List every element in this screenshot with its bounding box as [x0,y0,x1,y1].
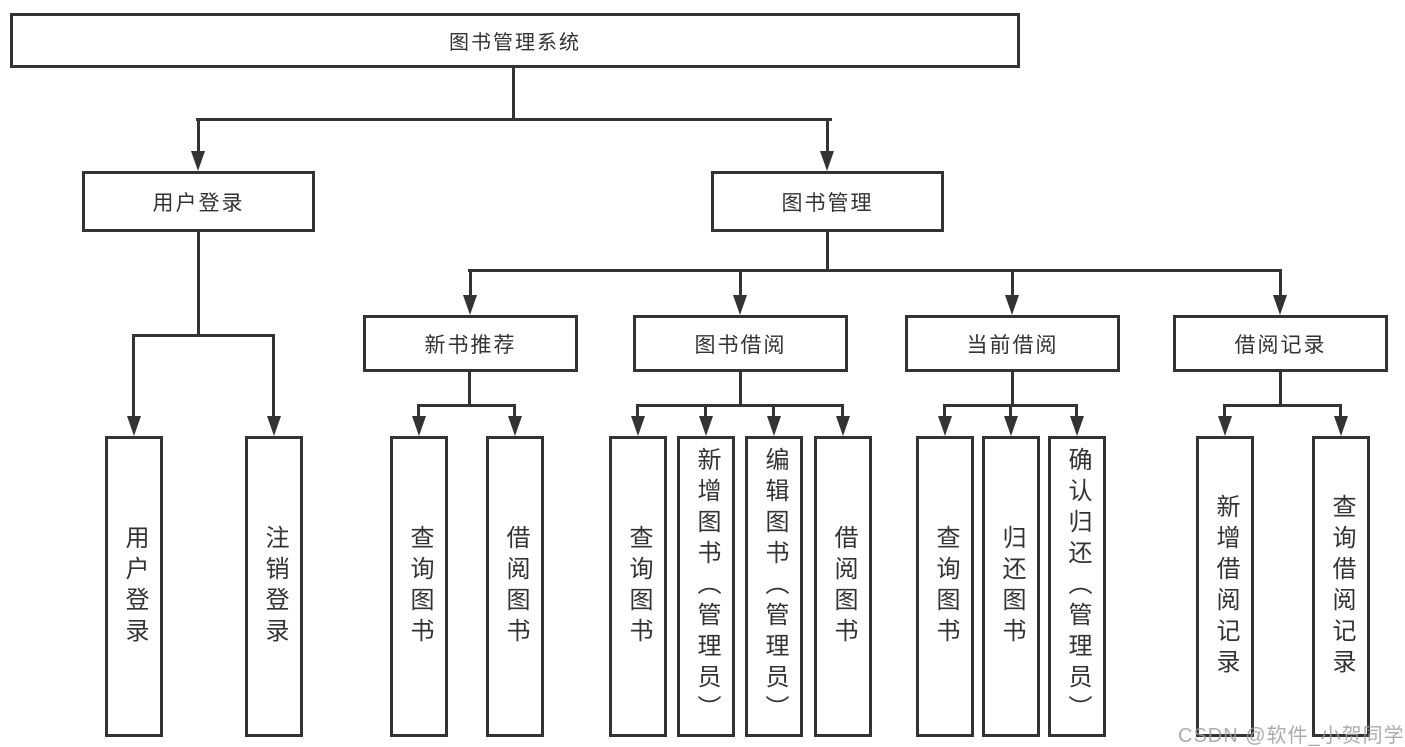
connector-stem [739,372,742,406]
leaf-query-books: 查询图书 [390,436,448,737]
connector-drop [1223,404,1226,418]
node-borrowing-records: 借阅记录 [1173,315,1388,372]
leaf-label: 查询图书 [932,524,959,649]
connector-drop [1075,404,1078,418]
arrow-down-icon [631,416,645,436]
connector-drop [1009,404,1012,418]
arrow-down-icon [463,295,477,315]
arrow-down-icon [836,416,850,436]
connector-drop [772,404,775,418]
leaf-add-borrow-record: 新增借阅记录 [1196,436,1254,737]
connector-root-stem [512,68,515,121]
arrow-down-icon [699,416,713,436]
leaf-label: 注销登录 [261,524,288,649]
arrow-down-icon [127,416,141,436]
node-label: 借阅记录 [1234,333,1327,357]
connector-drop [132,334,135,418]
leaf-add-book-admin: 新增图书（管理员） [677,436,735,737]
connector-drop [636,404,639,418]
arrow-down-icon [267,416,281,436]
leaf-label: 查询图书 [625,524,652,649]
connector-drop [826,118,829,154]
node-label: 当前借阅 [966,333,1059,357]
node-user-login: 用户登录 [82,171,315,232]
leaf-query-books-3: 查询图书 [916,436,974,737]
leaf-label: 借阅图书 [502,524,529,649]
leaf-label: 确认归还（管理员） [1064,447,1091,726]
leaf-label: 归还图书 [998,524,1025,649]
leaf-label: 查询图书 [406,524,433,649]
watermark-text: CSDN @软件_小贺同学 [1178,725,1405,747]
leaf-borrow-books: 借阅图书 [486,436,544,737]
leaf-logout: 注销登录 [245,436,303,737]
leaf-borrow-books-2: 借阅图书 [814,436,872,737]
node-label: 新书推荐 [424,333,517,357]
arrow-down-icon [1218,416,1232,436]
node-label: 图书借阅 [694,333,787,357]
connector-drop [417,404,420,418]
connector-stem [826,232,829,272]
connector-rail [636,404,844,407]
node-new-book-recommend: 新书推荐 [363,315,578,372]
arrow-down-icon [1273,295,1287,315]
arrow-down-icon [767,416,781,436]
connector-stem [1011,372,1014,406]
node-book-borrowing: 图书借阅 [633,315,848,372]
connector-drop [469,269,472,297]
connector-drop [739,269,742,297]
node-label: 用户登录 [152,191,245,215]
leaf-label: 编辑图书（管理员） [761,447,788,726]
arrow-down-icon [820,151,834,171]
leaf-edit-book-admin: 编辑图书（管理员） [745,436,803,737]
connector-rail [132,334,275,337]
leaf-confirm-return-admin: 确认归还（管理员） [1048,436,1106,737]
arrow-down-icon [412,416,426,436]
arrow-down-icon [1070,416,1084,436]
leaf-label: 借阅图书 [830,524,857,649]
leaf-user-login: 用户登录 [105,436,163,737]
connector-drop [1011,269,1014,297]
leaf-label: 新增借阅记录 [1212,493,1239,680]
node-book-management: 图书管理 [711,171,944,232]
arrow-down-icon [1004,416,1018,436]
node-label: 图书管理 [781,191,874,215]
leaf-return-book: 归还图书 [982,436,1040,737]
arrow-down-icon [191,151,205,171]
connector-drop [1339,404,1342,418]
connector-stem [1279,372,1282,406]
arrow-down-icon [1005,295,1019,315]
connector-rail [417,404,516,407]
connector-rail [468,269,1282,272]
connector-drop [272,334,275,418]
leaf-label: 新增图书（管理员） [693,447,720,726]
arrow-down-icon [733,295,747,315]
node-current-borrowing: 当前借阅 [905,315,1120,372]
leaf-label: 用户登录 [121,524,148,649]
leaf-label: 查询借阅记录 [1328,493,1355,680]
connector-drop [841,404,844,418]
connector-rail [1223,404,1342,407]
connector-drop [197,118,200,154]
arrow-down-icon [508,416,522,436]
arrow-down-icon [938,416,952,436]
connector-drop [513,404,516,418]
connector-stem [468,372,471,406]
node-library-management-system: 图书管理系统 [10,13,1020,68]
connector-drop [943,404,946,418]
leaf-query-books-2: 查询图书 [609,436,667,737]
connector-drop [704,404,707,418]
connector-drop [1279,269,1282,297]
arrow-down-icon [1334,416,1348,436]
leaf-query-borrow-record: 查询借阅记录 [1312,436,1370,737]
connector-level1-rail [196,118,832,121]
connector-stem [197,232,200,335]
node-label: 图书管理系统 [449,32,581,54]
